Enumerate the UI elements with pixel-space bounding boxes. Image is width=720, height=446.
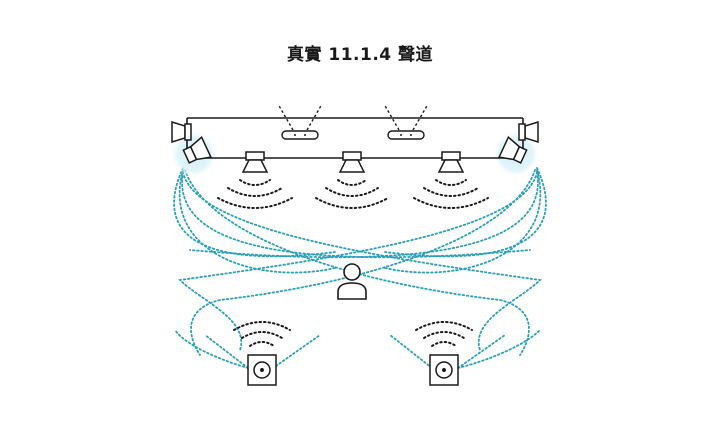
rear-right-fan-2 bbox=[457, 334, 506, 369]
up-firing-speaker-icon bbox=[497, 135, 528, 164]
beam-right-4 bbox=[178, 171, 538, 351]
rear-right-fan-1 bbox=[389, 334, 433, 369]
rear-waves bbox=[233, 321, 473, 347]
rear-speaker-icon bbox=[247, 354, 277, 386]
side-speaker-icon bbox=[171, 120, 192, 144]
beam-right-1 bbox=[384, 167, 547, 258]
rear-left-fan-1 bbox=[174, 329, 249, 369]
up-firing-speaker-icon bbox=[182, 135, 213, 164]
rear-left-fan-2 bbox=[204, 334, 249, 369]
rear-right-fan-3 bbox=[457, 329, 541, 369]
beam-right-2 bbox=[384, 169, 542, 274]
beam-right-5 bbox=[190, 169, 536, 356]
rear-left-fan-3 bbox=[275, 334, 321, 367]
top-upfire-right bbox=[383, 103, 429, 140]
top-upfire-left bbox=[277, 103, 323, 140]
front-driver-icon bbox=[241, 151, 269, 173]
beam-left-4 bbox=[182, 171, 542, 351]
beam-left-5 bbox=[184, 169, 530, 356]
front-driver-icon bbox=[338, 151, 366, 173]
beam-right-3 bbox=[189, 171, 539, 259]
surround-beams bbox=[173, 167, 547, 369]
beam-left-2 bbox=[178, 169, 336, 274]
beam-left-1 bbox=[173, 167, 336, 258]
side-speaker-icon bbox=[518, 120, 539, 144]
rear-speaker-icon bbox=[429, 354, 459, 386]
person-icon bbox=[337, 263, 367, 300]
front-waves bbox=[217, 179, 489, 209]
front-driver-icon bbox=[437, 151, 465, 173]
diagram-title: 真實 11.1.4 聲道 bbox=[286, 45, 434, 65]
